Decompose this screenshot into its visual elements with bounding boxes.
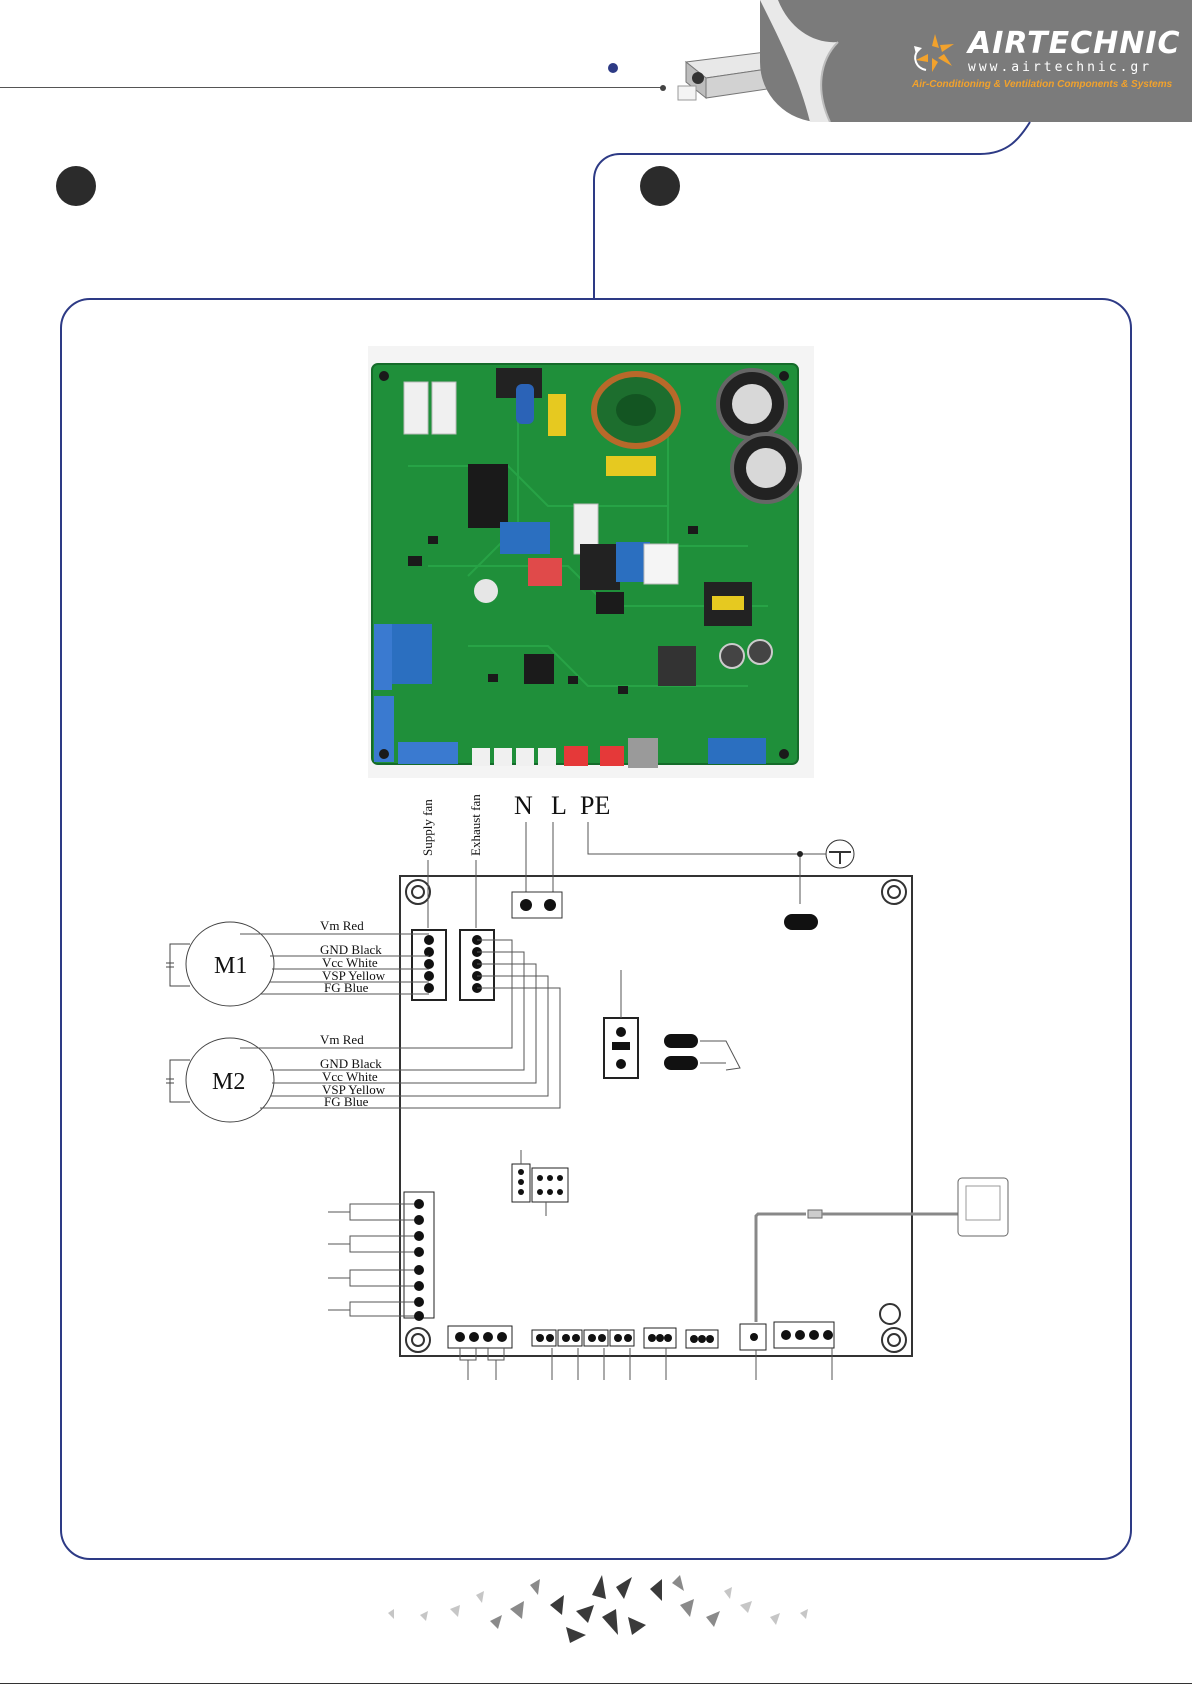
section-bullet-left [56,166,96,206]
m2-wire-vm: Vm Red [320,1032,364,1047]
wall-controller-icon [756,1178,1008,1322]
brand-url[interactable]: www.airtechnic.gr [968,60,1152,75]
wiring-diagram: N L PE Supply fan Exhaust fan M1 Vm Red … [160,780,1040,1380]
supply-fan-label: Supply fan [420,799,435,856]
pcb-photo [368,346,814,778]
power-label-pe: PE [580,791,610,820]
header-line-dot [660,85,666,91]
brand-logo-icon [910,32,960,76]
power-label-l: L [551,791,567,820]
exhaust-fan-label: Exhaust fan [468,794,483,856]
motor-m2-label: M2 [212,1069,245,1095]
page-curl-graphic [760,0,880,122]
m1-wire-vm: Vm Red [320,918,364,933]
brand-name: AIRTECHNIC [968,26,1181,61]
motor-m1-label: M1 [214,953,247,979]
header-blue-dot [608,63,618,73]
power-label-n: N [514,791,533,820]
section-connector-line [590,118,1040,300]
ground-symbol-icon [797,840,854,868]
footer-leaf-decoration [380,1565,820,1655]
footer-line [0,1683,1192,1684]
brand-tagline: Air-Conditioning & Ventilation Component… [912,79,1172,90]
header-top-line [0,87,664,88]
